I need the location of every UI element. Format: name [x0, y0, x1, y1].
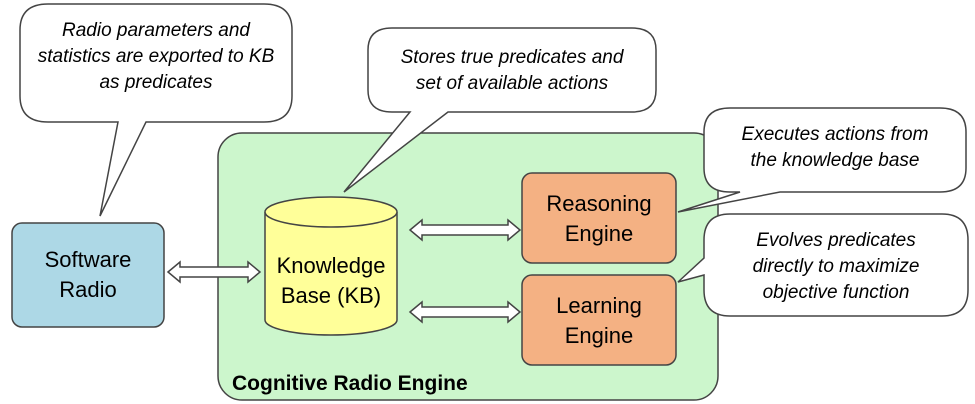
software-radio-box: Software Radio	[11, 222, 165, 328]
reasoning-callout-line1: Executes actions from	[742, 124, 929, 145]
reasoning-engine-label-line2: Engine	[565, 221, 634, 246]
kb-callout: Stores true predicates and set of availa…	[343, 27, 657, 193]
software-radio-label-line1: Software	[45, 247, 132, 272]
reasoning-engine-box: Reasoning Engine	[521, 172, 677, 264]
kb-learning-arrow	[408, 300, 522, 324]
radio-kb-arrow	[166, 260, 262, 284]
radio-callout: Radio parameters and statistics are expo…	[19, 3, 293, 217]
knowledge-base-label-line2: Base (KB)	[281, 283, 381, 308]
reasoning-callout-line2: the knowledge base	[750, 150, 919, 171]
learning-callout-line2: directly to maximize	[753, 256, 920, 277]
container-label: Cognitive Radio Engine	[232, 372, 468, 395]
kb-callout-line1: Stores true predicates and	[401, 47, 625, 68]
learning-callout: Evolves predicates directly to maximize …	[677, 213, 969, 317]
software-radio-label-line2: Radio	[59, 277, 116, 302]
kb-reasoning-arrow	[408, 218, 522, 242]
kb-callout-line2: set of available actions	[416, 73, 609, 94]
learning-callout-line1: Evolves predicates	[756, 230, 916, 251]
reasoning-engine-label-line1: Reasoning	[546, 191, 651, 216]
learning-engine-label-line2: Engine	[565, 323, 634, 348]
learning-callout-line3: objective function	[763, 282, 910, 303]
learning-engine-label-line1: Learning	[556, 293, 642, 318]
radio-callout-line1: Radio parameters and	[62, 20, 251, 41]
radio-callout-line2: statistics are exported to KB	[38, 46, 275, 67]
knowledge-base-cylinder: Knowledge Base (KB)	[264, 196, 398, 336]
reasoning-callout: Executes actions from the knowledge base	[677, 107, 967, 213]
learning-engine-box: Learning Engine	[521, 274, 677, 366]
radio-callout-line3: as predicates	[99, 72, 213, 93]
knowledge-base-label-line1: Knowledge	[277, 253, 386, 278]
